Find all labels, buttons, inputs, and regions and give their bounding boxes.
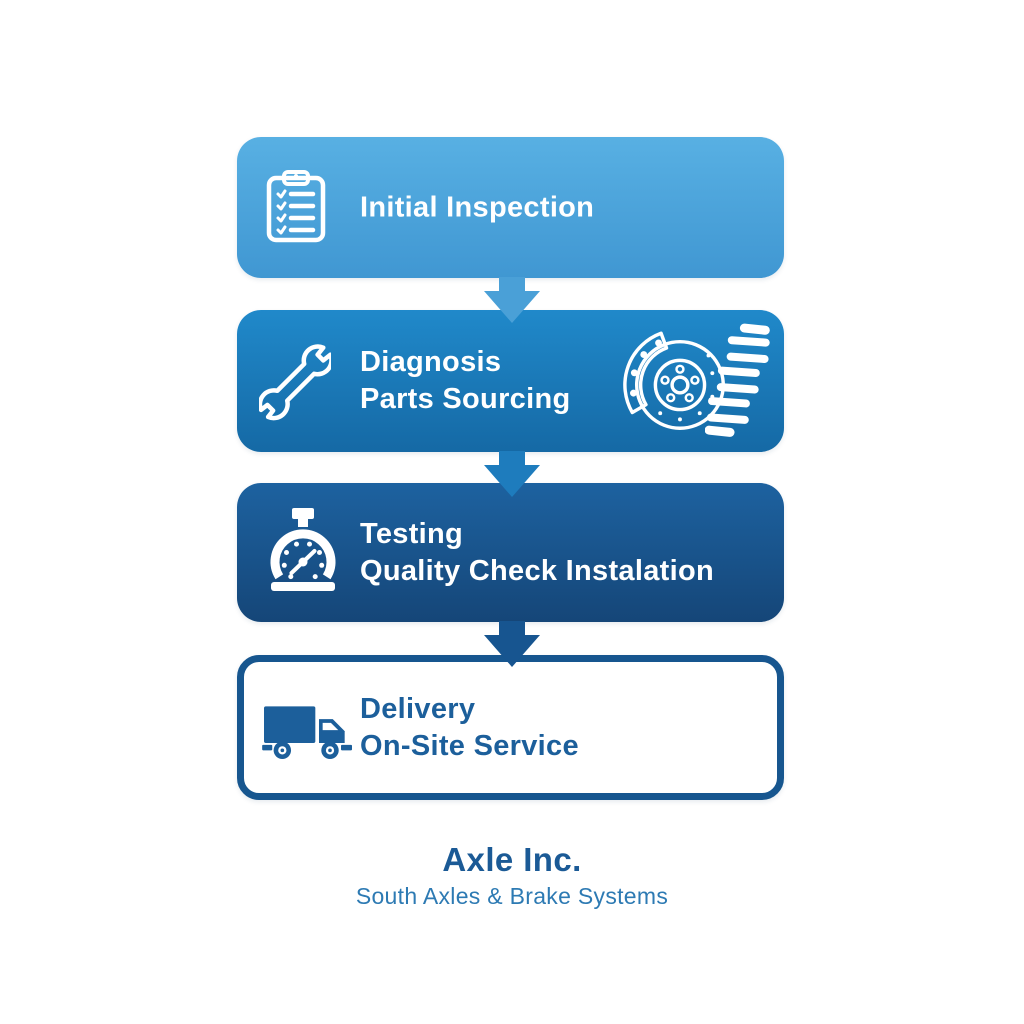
step-title-line: On-Site Service (360, 729, 579, 762)
brand-tagline: South Axles & Brake Systems (355, 883, 669, 909)
step-title-line: Quality Check Instalation (360, 554, 714, 587)
down-arrow-icon (484, 621, 540, 667)
step-title-line: Initial Inspection (360, 191, 595, 223)
step-initial-inspection: Initial Inspection (237, 137, 784, 278)
step-diagnosis-parts-sourcing: Diagnosis Parts Sourcing (237, 310, 784, 452)
step-title-line: Diagnosis (360, 346, 502, 378)
stopwatch-icon (263, 506, 343, 598)
down-arrow-icon (484, 451, 540, 497)
wrench-icon (257, 343, 334, 423)
step-title-line: Delivery (360, 692, 476, 725)
step-title-line: Testing (360, 517, 464, 550)
down-arrow-icon (484, 277, 540, 323)
clipboard-icon (264, 169, 328, 245)
step-delivery-on-site-service: Delivery On-Site Service (237, 655, 784, 800)
brand-title: Axle Inc. (442, 841, 582, 878)
step-title-line: Parts Sourcing (360, 383, 571, 415)
step-testing-quality-check: Testing Quality Check Instalation (237, 483, 784, 622)
truck-icon (262, 699, 354, 765)
brake-disc-icon (619, 324, 737, 442)
coil-spring-icon (704, 320, 771, 442)
